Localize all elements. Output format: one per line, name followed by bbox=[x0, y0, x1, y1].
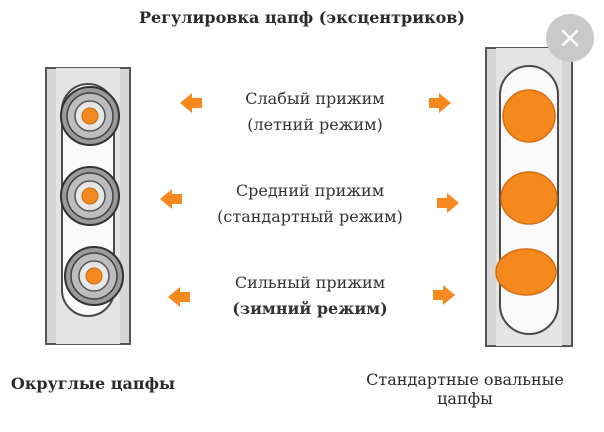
label-weak-line2: (летний режим) bbox=[247, 115, 383, 134]
round-cam-top bbox=[60, 86, 120, 146]
oval-cam-top bbox=[502, 89, 556, 143]
arrow-left-icon bbox=[180, 93, 202, 113]
arrow-left-icon bbox=[168, 287, 190, 307]
label-weak: Слабый прижим (летний режим) bbox=[210, 86, 420, 138]
round-cam-bottom bbox=[64, 246, 124, 306]
label-medium-line1: Средний прижим bbox=[235, 181, 385, 200]
arrow-right-icon bbox=[437, 193, 459, 213]
label-medium: Средний прижим (стандартный режим) bbox=[190, 178, 430, 230]
close-button[interactable] bbox=[546, 14, 594, 62]
right-caption-line2: цапфы bbox=[437, 389, 493, 408]
arrow-right-icon bbox=[429, 93, 451, 113]
label-weak-line1: Слабый прижим bbox=[245, 89, 385, 108]
diagram-title: Регулировка цапф (эксцентриков) bbox=[139, 8, 465, 27]
right-caption-line1: Стандартные овальные bbox=[366, 370, 564, 389]
arrow-right-icon bbox=[433, 285, 455, 305]
label-strong-line2: (зимний режим) bbox=[232, 299, 388, 318]
label-strong-line1: Сильный прижим bbox=[234, 273, 386, 292]
right-caption: Стандартные овальные цапфы bbox=[330, 370, 600, 408]
label-medium-line2: (стандартный режим) bbox=[217, 207, 403, 226]
close-icon bbox=[561, 29, 579, 47]
arrow-left-icon bbox=[160, 189, 182, 209]
label-strong: Сильный прижим (зимний режим) bbox=[200, 270, 420, 322]
left-caption: Округлые цапфы bbox=[10, 374, 176, 393]
oval-cam-middle bbox=[500, 171, 558, 225]
oval-cam-bottom bbox=[495, 248, 557, 296]
round-cam-middle bbox=[60, 166, 120, 226]
